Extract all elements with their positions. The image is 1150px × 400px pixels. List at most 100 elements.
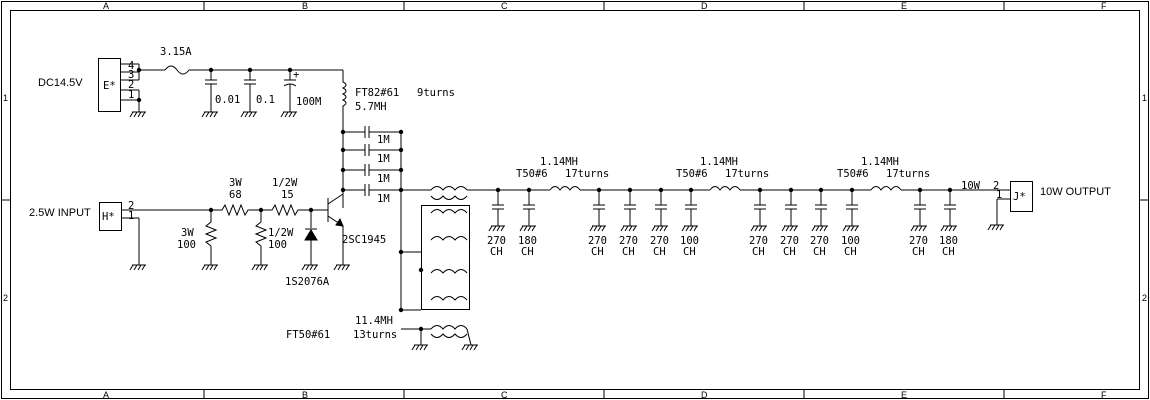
ground-icon (910, 225, 927, 232)
coupling-caps (342, 126, 402, 310)
filter-cap-type-0: CH (490, 246, 503, 258)
junction-dot (398, 187, 404, 193)
transistor-part: 2SC1945 (342, 234, 386, 246)
filter-cap-value-8: 270 (810, 235, 829, 247)
ground-icon (461, 344, 478, 351)
filter-junction-1 (526, 187, 532, 193)
power-label: DC14.5V (38, 77, 83, 89)
filter-cap-value-3: 270 (619, 235, 638, 247)
junction-dot (340, 147, 346, 153)
col-label-a-top: A (103, 1, 109, 11)
ground-icon (620, 225, 637, 232)
output-transformer (401, 186, 498, 346)
fuse-symbol (164, 65, 190, 75)
input-pin-1: 1 (128, 210, 134, 222)
junction-dot (398, 147, 404, 153)
cap-100m: 100M (296, 96, 321, 108)
col-label-d-bottom: D (701, 390, 708, 400)
ground-icon (842, 225, 859, 232)
filter-cap-value-1: 180 (518, 235, 537, 247)
ground-icon (411, 344, 428, 351)
ground-icon (201, 264, 218, 271)
choke-value: 5.7MH (355, 101, 387, 113)
filter-junction-0 (495, 187, 501, 193)
couple-cap-1: 1M (377, 134, 390, 146)
r2-shunt-value: 100 (268, 239, 287, 251)
r2-series-watt: 1/2W (272, 177, 298, 189)
ground-icon (251, 264, 268, 271)
filter-inductor-turns-2: 17turns (886, 168, 930, 180)
decoupling-caps (205, 70, 297, 112)
filter-cap-type-1: CH (521, 246, 534, 258)
filter-cap-value-11: 180 (939, 235, 958, 247)
couple-cap-2: 1M (377, 153, 390, 165)
junction-dot (247, 67, 253, 73)
junction-dot (340, 167, 346, 173)
filter-cap-value-9: 100 (841, 235, 860, 247)
ground-icon (589, 225, 606, 232)
filter-inductor-value-0: 1.14MH (540, 156, 578, 168)
filter-cap-type-4: CH (653, 246, 666, 258)
filter-cap-type-10: CH (912, 246, 925, 258)
power-pin-2: 2 (128, 79, 134, 91)
filter-inductor-value-2: 1.14MH (861, 156, 899, 168)
filter-junction-3 (627, 187, 633, 193)
power-pin-1: 1 (128, 89, 134, 101)
filter-cap-value-2: 270 (588, 235, 607, 247)
transformer-turns: 13turns (353, 329, 397, 341)
row-label-2-left: 2 (3, 293, 8, 303)
junction-dot (258, 207, 264, 213)
row-label-1-left: 1 (3, 93, 8, 103)
output-connector-ref: J* (1013, 191, 1026, 203)
ground-icon (201, 111, 218, 118)
ground-icon (940, 225, 957, 232)
output-label: 10W OUTPUT (1040, 186, 1111, 198)
filter-cap-type-11: CH (942, 246, 955, 258)
input-pin-2: 2 (128, 200, 134, 212)
filter-cap-value-5: 100 (680, 235, 699, 247)
filter-junction-9 (849, 187, 855, 193)
input-connector-ref: H* (102, 211, 115, 223)
col-label-c-bottom: C (501, 390, 508, 400)
choke-core: FT82#61 (355, 87, 399, 99)
junction-dot (208, 207, 214, 213)
filter-inductor-turns-0: 17turns (565, 168, 609, 180)
filter-cap-value-10: 270 (909, 235, 928, 247)
power-connector (98, 58, 140, 112)
junction-dot (308, 207, 314, 213)
ground-icon (280, 111, 297, 118)
choke-turns: 9turns (417, 87, 455, 99)
junction-dot (398, 249, 404, 255)
filter-inductor-turns-1: 17turns (725, 168, 769, 180)
filter-junction-7 (788, 187, 794, 193)
ground-symbols (129, 111, 1004, 351)
output-pin-1: 1 (996, 189, 1002, 201)
output-power: 10W (961, 180, 981, 192)
filter-inductor-value-1: 1.14MH (700, 156, 738, 168)
r-shunt-watt: 3W (181, 227, 194, 239)
cap-0.01: 0.01 (215, 94, 240, 106)
couple-cap-4: 1M (377, 193, 390, 205)
col-label-c-top: C (501, 1, 508, 11)
transformer-value: 11.4MH (355, 315, 393, 327)
ground-icon (651, 225, 668, 232)
filter-inductor-core-2: T50#6 (837, 168, 869, 180)
power-connector-ref: E* (103, 80, 116, 92)
col-label-e-bottom: E (901, 390, 907, 400)
junction-dot (398, 129, 404, 135)
filter-cap-type-7: CH (783, 246, 796, 258)
filter-inductor-0 (549, 186, 581, 191)
r-series-value: 68 (229, 189, 242, 201)
input-stage: 2.5W INPUT (29, 177, 386, 288)
col-label-a-bottom: A (103, 390, 109, 400)
ground-icon (987, 224, 1004, 231)
r-shunt-value: 100 (177, 239, 196, 251)
row-label-1-right: 1 (1142, 93, 1147, 103)
junction-dot (287, 67, 293, 73)
filter-junction-5 (688, 187, 694, 193)
power-pin-4: 4 (128, 60, 134, 72)
ground-icon (519, 225, 536, 232)
col-label-f-bottom: F (1101, 390, 1107, 400)
